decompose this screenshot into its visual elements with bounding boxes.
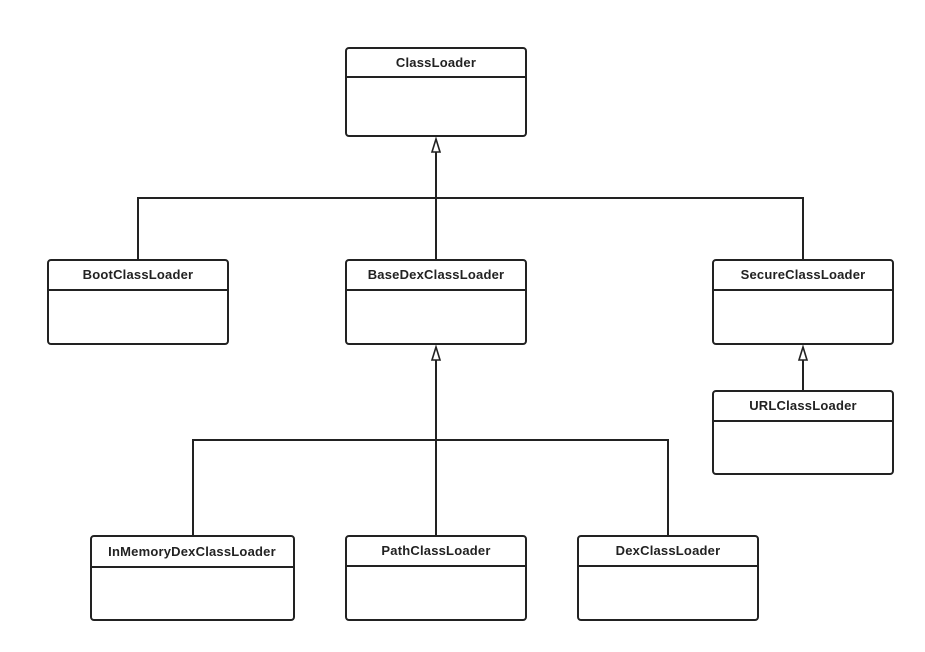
edge-bus-basedexclassloader — [192, 439, 669, 536]
class-name: URLClassLoader — [749, 398, 857, 413]
class-box-dexclassloader[interactable]: DexClassLoader — [577, 535, 759, 621]
class-name: BaseDexClassLoader — [368, 267, 505, 282]
class-box-classloader[interactable]: ClassLoader — [345, 47, 527, 137]
class-name: ClassLoader — [396, 55, 476, 70]
class-name: SecureClassLoader — [741, 267, 866, 282]
edges-basedexclassloader — [192, 344, 669, 536]
class-box-pathclassloader[interactable]: PathClassLoader — [345, 535, 527, 621]
edges-secureclassloader — [797, 344, 809, 391]
class-box-inmemorydexclassloader[interactable]: InMemoryDexClassLoader — [90, 535, 295, 621]
edge-bus-classloader — [137, 197, 804, 260]
class-box-urlclassloader[interactable]: URLClassLoader — [712, 390, 894, 475]
class-box-bootclassloader[interactable]: BootClassLoader — [47, 259, 229, 345]
class-name: DexClassLoader — [616, 543, 721, 558]
class-box-secureclassloader[interactable]: SecureClassLoader — [712, 259, 894, 345]
inheritance-arrow-classloader — [430, 136, 442, 153]
class-name: BootClassLoader — [83, 267, 194, 282]
class-name: PathClassLoader — [381, 543, 490, 558]
inheritance-arrow-secureclassloader — [797, 344, 809, 361]
inheritance-arrow-basedexclassloader — [430, 344, 442, 361]
class-name: InMemoryDexClassLoader — [108, 544, 276, 559]
edges-classloader — [137, 136, 804, 260]
class-box-basedexclassloader[interactable]: BaseDexClassLoader — [345, 259, 527, 345]
